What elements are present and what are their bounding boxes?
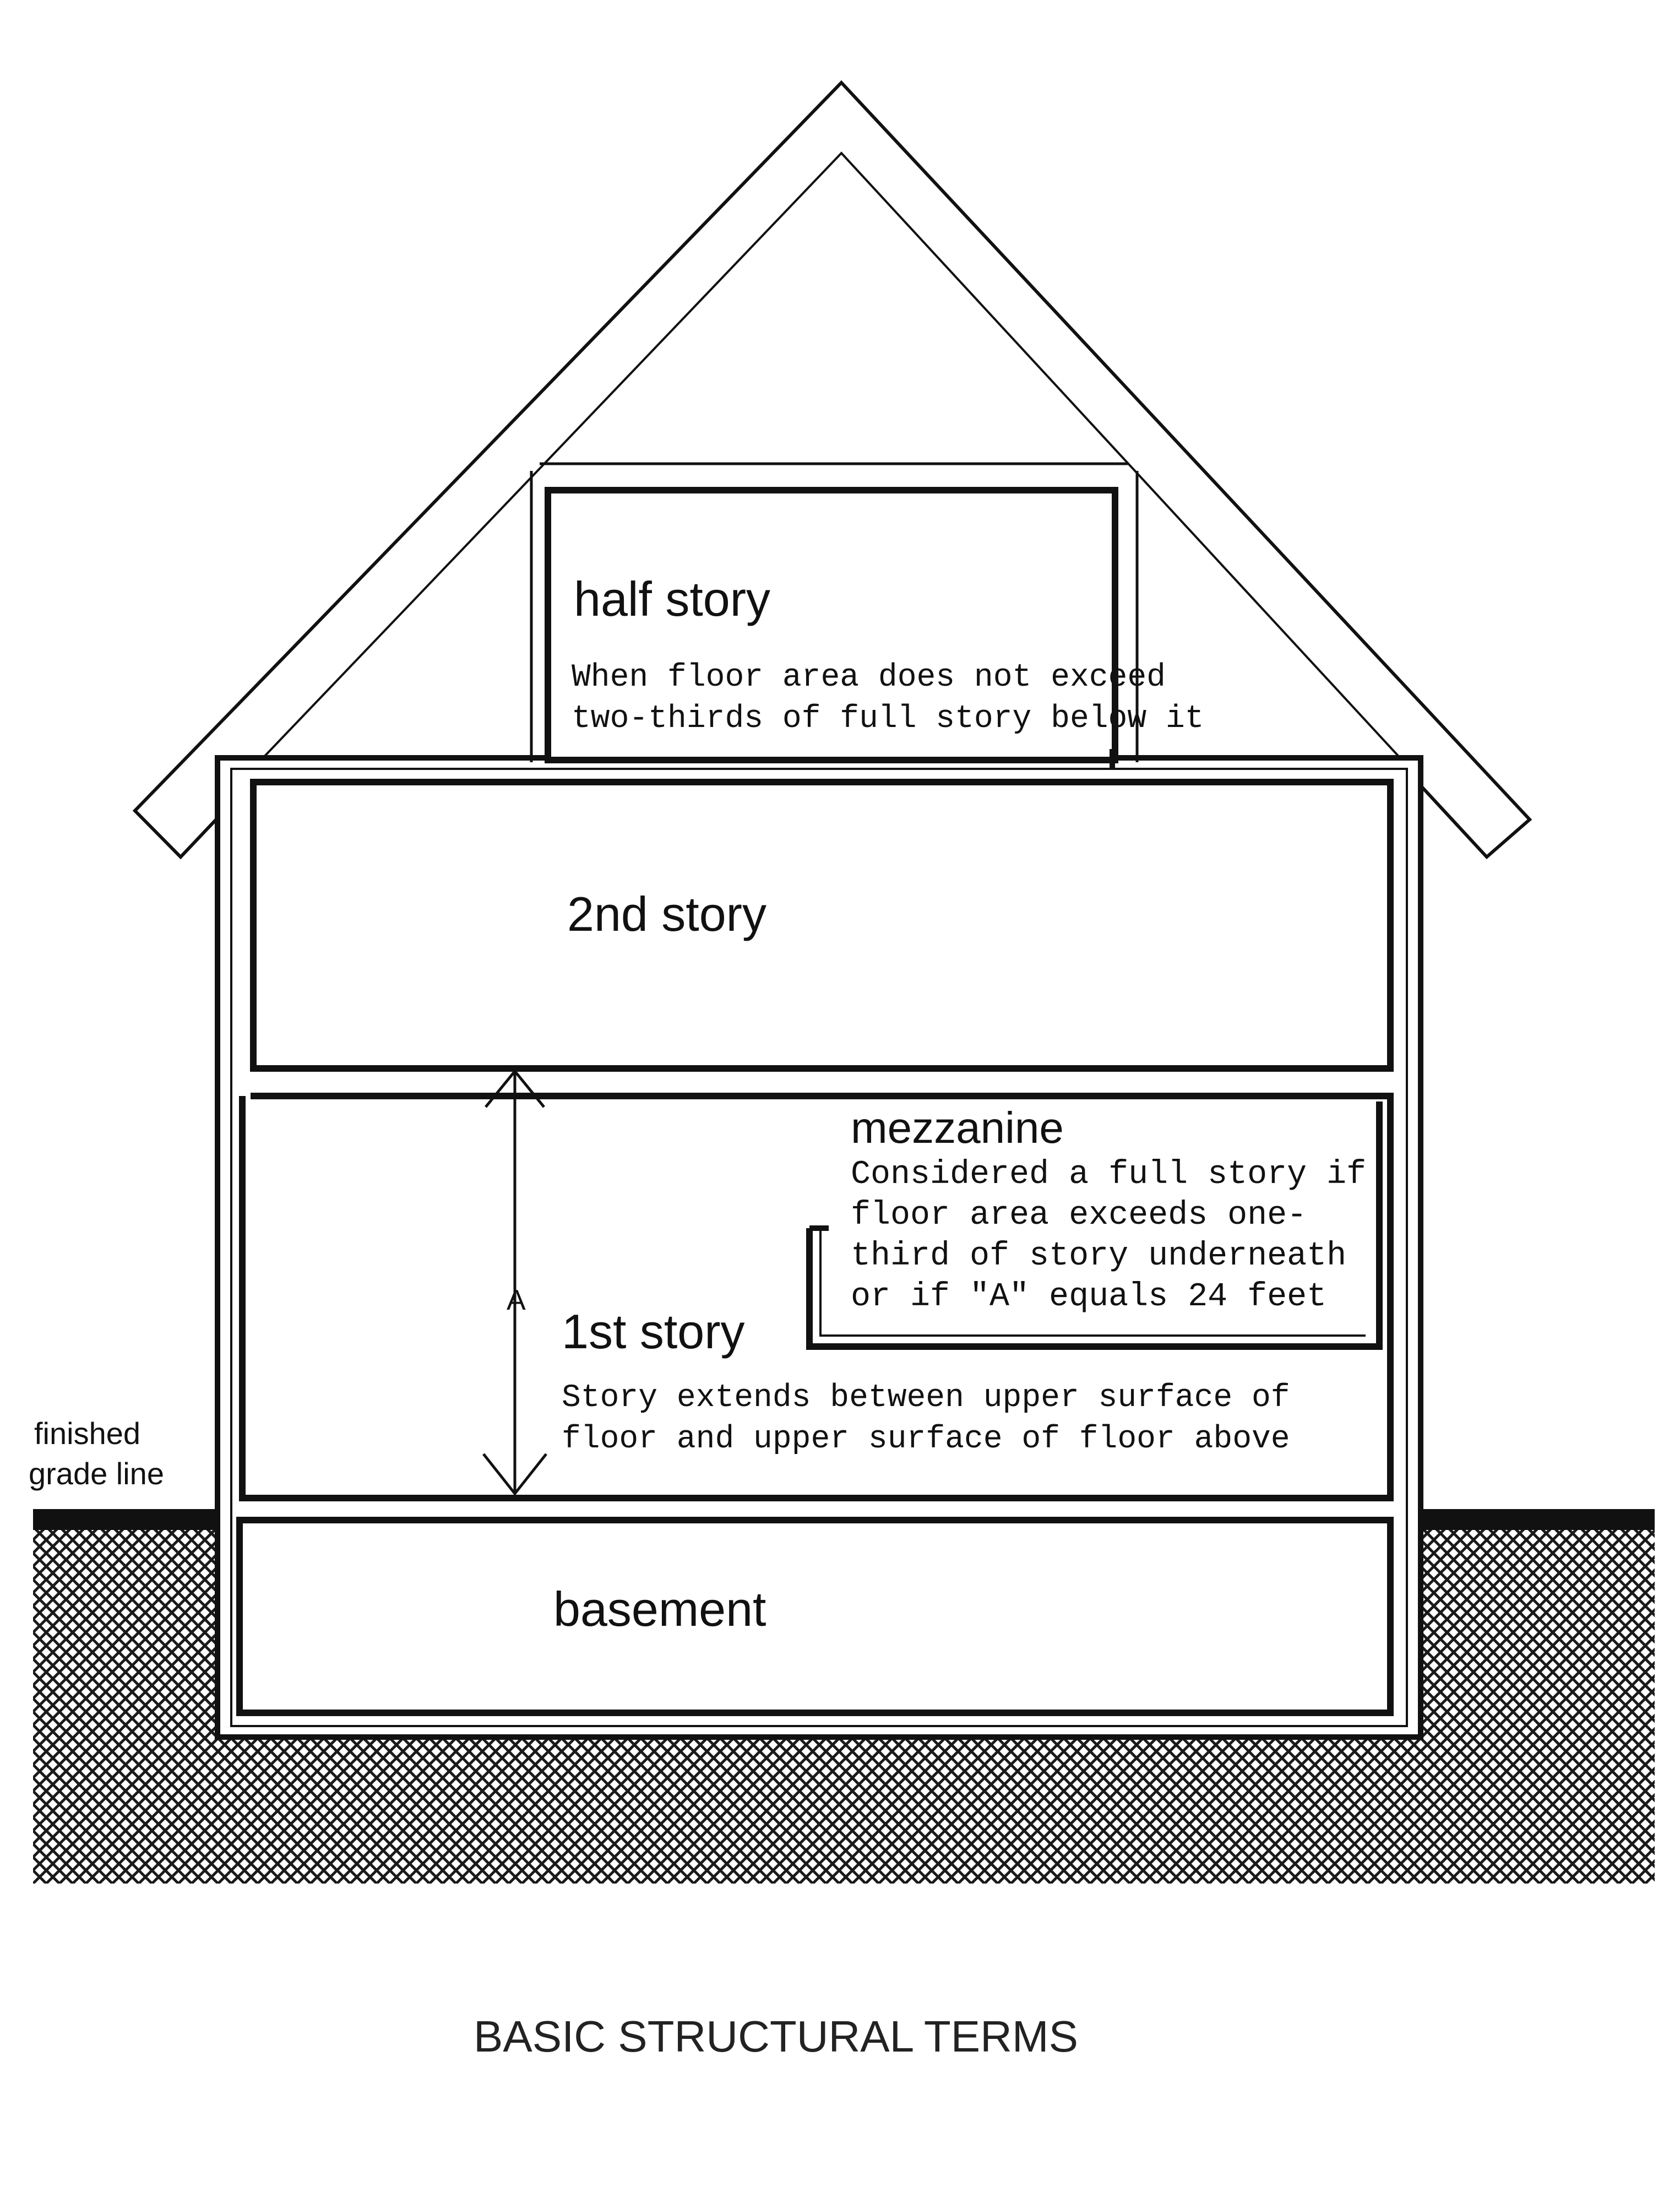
labels: half story When floor area does not exce…	[29, 572, 1366, 2061]
dimension-a-label: A	[507, 1284, 526, 1316]
mezzanine-outline	[806, 1102, 1383, 1350]
half-story-note-line-2: two-thirds of full story below it	[572, 701, 1204, 737]
mezzanine-note-line-2: floor area exceeds one-	[851, 1197, 1307, 1234]
half-story-room	[530, 462, 1139, 768]
mezzanine-note-line-4: or if "A" equals 24 feet	[851, 1278, 1326, 1316]
second-story-room	[250, 779, 1394, 1072]
mezzanine-note-line-1: Considered a full story if	[851, 1156, 1366, 1193]
mezzanine-label: mezzanine	[851, 1103, 1064, 1152]
mezzanine-inner-line	[819, 1228, 1366, 1337]
basement-box	[236, 1517, 1394, 1716]
dimension-a	[482, 1069, 547, 1496]
grade-line-label-line-2: grade line	[29, 1456, 164, 1491]
grade-line-label-line-1: finished	[34, 1416, 140, 1451]
first-story-label: 1st story	[562, 1304, 745, 1359]
half-story-note-line-1: When floor area does not exceed	[572, 660, 1166, 696]
first-story-room	[239, 1093, 1394, 1501]
half-story-box	[545, 487, 1118, 763]
dimension-a-arrowhead-top	[485, 1069, 545, 1108]
first-story-note-line-1: Story extends between upper surface of	[562, 1380, 1290, 1416]
second-story-box	[250, 779, 1394, 1072]
first-story-note-line-2: floor and upper surface of floor above	[562, 1421, 1290, 1457]
basement-room	[236, 1517, 1394, 1716]
half-story-label: half story	[574, 572, 770, 626]
diagram-title: BASIC STRUCTURAL TERMS	[474, 2012, 1078, 2061]
second-story-label: 2nd story	[567, 887, 766, 941]
first-story-outline	[239, 1093, 1394, 1501]
basement-label: basement	[553, 1582, 766, 1636]
dimension-a-arrowhead-bottom	[482, 1453, 547, 1496]
mezzanine-note-line-3: third of story underneath	[851, 1238, 1346, 1275]
